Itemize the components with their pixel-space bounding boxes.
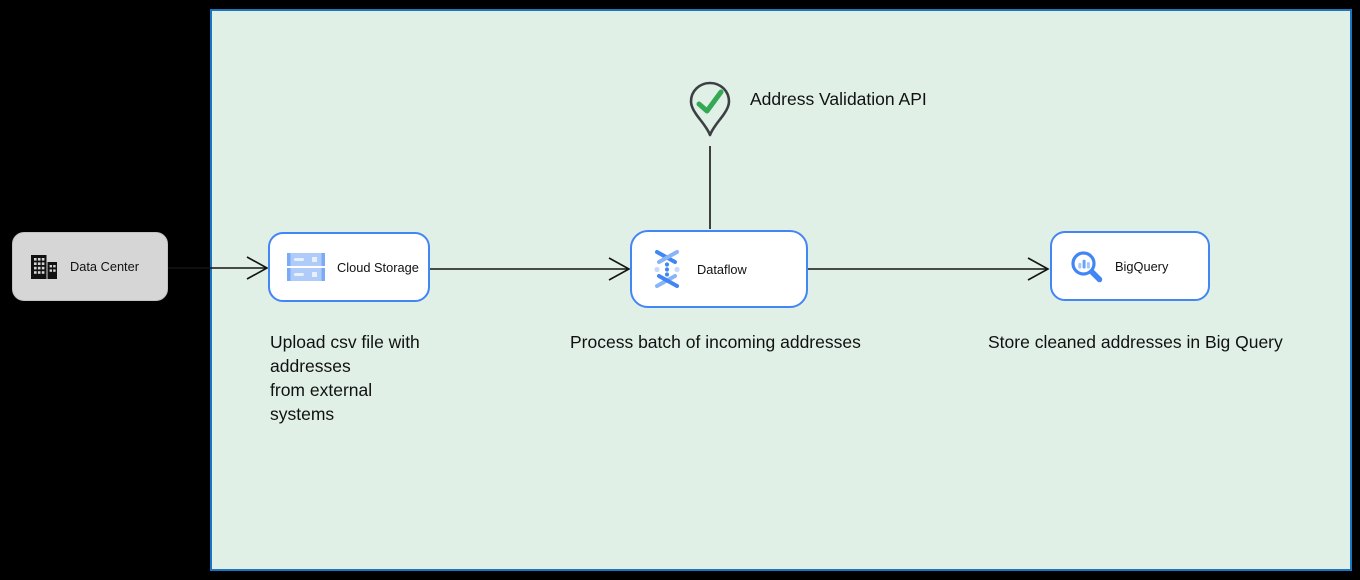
node-data-center[interactable]: Data Center [12,232,168,301]
node-label: Data Center [70,259,139,274]
node-dataflow[interactable]: Dataflow [630,230,808,308]
node-label: Cloud Storage [337,259,419,275]
address-validation-label: Address Validation API [750,89,927,109]
map-pin-check-icon [686,81,734,142]
node-bigquery[interactable]: BigQuery [1050,231,1210,301]
caption-process-batch: Process batch of incoming addresses [570,332,861,352]
node-label: Dataflow [697,261,747,277]
cloud-storage-icon [287,252,325,282]
caption-upload-csv: Upload csv file with addresses from exte… [270,332,420,424]
node-cloud-storage[interactable]: Cloud Storage [268,232,430,302]
building-icon [30,254,58,280]
caption-store-cleaned: Store cleaned addresses in Big Query [988,332,1283,352]
dataflow-icon [649,249,685,289]
node-label: BigQuery [1115,258,1169,274]
address-validation-node[interactable] [686,80,734,143]
bigquery-icon [1069,249,1103,283]
